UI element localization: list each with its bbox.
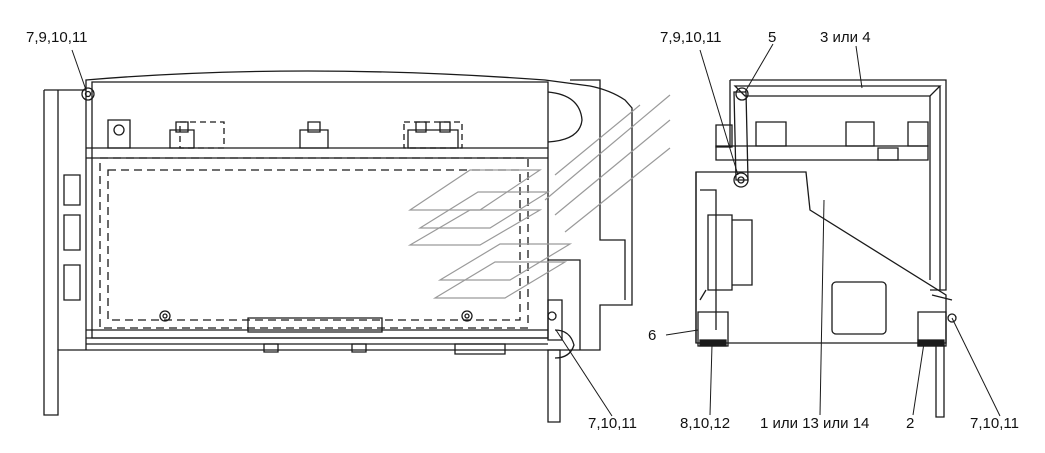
callout-right-bottom-a: 8,10,12 <box>680 415 731 432</box>
callout-right-top-a: 7,9,10,11 <box>660 29 722 46</box>
callout-right-top-b: 5 <box>768 29 777 46</box>
callout-right-bottom-c: 2 <box>906 415 915 432</box>
battery-terminals <box>108 120 462 148</box>
callout-left-top: 7,9,10,11 <box>26 29 88 46</box>
left-view <box>44 71 632 422</box>
callout-right-side-6: 6 <box>648 327 657 344</box>
callout-left-bottom: 7,10,11 <box>588 415 637 432</box>
callout-right-bottom-d: 7,10,11 <box>970 415 1019 432</box>
watermark-logo <box>410 95 670 298</box>
leader-lines <box>72 44 1000 416</box>
callout-right-top-c: 3 или 4 <box>820 29 871 46</box>
callout-right-bottom-b: 1 или 13 или 14 <box>760 415 870 432</box>
right-view <box>696 80 956 417</box>
